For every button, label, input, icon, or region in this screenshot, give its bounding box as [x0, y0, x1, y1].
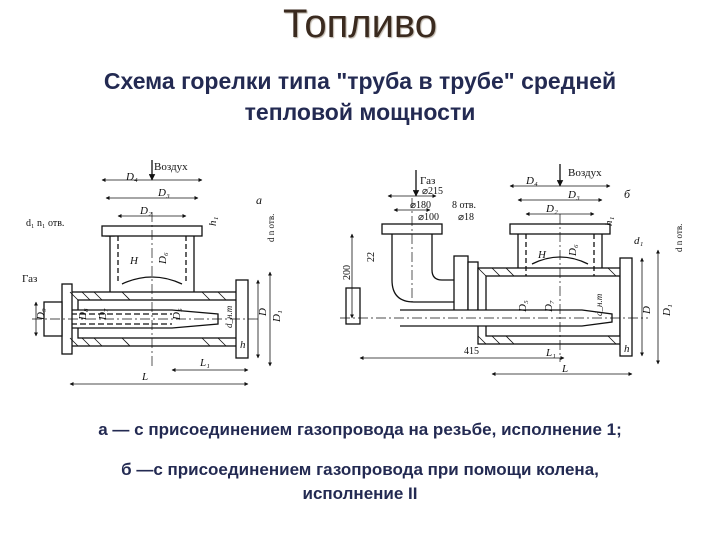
dim-b-H: H	[537, 249, 547, 261]
dim-a-D4: D₄	[125, 171, 138, 183]
variant-label-b: б	[624, 187, 631, 201]
air-label-b: Воздух	[568, 167, 602, 179]
dim-b-D: D	[641, 306, 653, 315]
dim-b-215: ⌀215	[422, 186, 443, 197]
burner-body-b	[477, 267, 629, 345]
subtitle-line-1: Схема горелки типа "труба в трубе" средн…	[103, 68, 617, 94]
dim-a-D7: D₇	[97, 308, 109, 321]
dim-b-h1: h₁	[603, 217, 615, 227]
dim-b-dnt: d_н.т	[594, 293, 604, 316]
dim-a-D1: D₁	[271, 310, 283, 323]
air-label-a: Воздух	[154, 161, 188, 173]
dim-b-200: 200	[342, 265, 353, 280]
dim-a-L: L	[141, 371, 148, 383]
drawing-a	[32, 160, 272, 386]
dim-b-D7: D₇	[543, 300, 555, 313]
caption-b-line-1: б —с присоединением газопровода при помо…	[121, 460, 599, 479]
dim-b-d1: d₁	[634, 235, 644, 247]
dim-b-L1: L₁	[545, 347, 556, 359]
holes-label-a: d₁ n₁ отв.	[26, 218, 64, 229]
dim-a-D5: D₅	[171, 308, 183, 321]
drawing-a-labels: Воздух а Газ d₁ n₁ отв. d n отв. D₄ D₃ D…	[22, 161, 283, 383]
dim-b-180: ⌀180	[410, 200, 431, 211]
holes-right-label-a: d n отв.	[266, 214, 276, 242]
subtitle-line-2: тепловой мощности	[244, 99, 476, 125]
dim-b-22: 22	[366, 252, 377, 262]
dim-a-dnt: d_н.т	[224, 305, 234, 328]
dim-b-L: L	[561, 363, 568, 375]
dim-a-L1: L₁	[199, 357, 210, 369]
dim-a-D3: D₃	[157, 187, 170, 199]
d18-label-b: ⌀18	[458, 212, 474, 223]
gas-label-b: Газ	[420, 175, 435, 187]
dim-a-D2: D₂	[139, 205, 152, 217]
caption-b: б —с присоединением газопровода при помо…	[0, 458, 720, 506]
variant-label-a: а	[256, 193, 262, 207]
caption-a: а — с присоединением газопровода на резь…	[98, 420, 622, 439]
dim-b-D2: D₂	[545, 203, 558, 215]
dim-a-H: H	[129, 255, 139, 267]
dim-b-D3: D₃	[567, 189, 580, 201]
holes8-label-b: 8 отв.	[452, 200, 476, 211]
dim-a-D6: D₆	[157, 252, 169, 265]
dim-a-D9: D₉	[35, 308, 47, 321]
dim-b-100: ⌀100	[418, 212, 439, 223]
dim-b-415: 415	[464, 346, 479, 357]
dim-a-h: h	[240, 339, 246, 351]
caption-b-line-2: исполнение II	[302, 484, 418, 503]
dim-b-D1: D₁	[661, 304, 673, 317]
dim-b-D5: D₅	[517, 300, 529, 313]
holes-right-label-b: d n отв.	[674, 224, 684, 252]
drawing-b-labels: Газ Воздух б ⌀215 ⌀180 ⌀100 8 отв. ⌀18 2…	[342, 167, 684, 375]
dim-b-D4: D₄	[525, 175, 538, 187]
burner-drawings: Воздух а Газ d₁ n₁ отв. d n отв. D₄ D₃ D…	[22, 160, 684, 386]
dim-b-h: h	[624, 343, 630, 355]
slide-subtitle: Схема горелки типа "труба в трубе" средн…	[0, 66, 720, 128]
dim-a-h1: h₁	[207, 217, 219, 227]
gas-label-a: Газ	[22, 273, 37, 285]
slide-title: Топливо	[283, 2, 437, 46]
dim-a-D8: D₈	[77, 308, 89, 321]
drawing-b	[340, 164, 660, 376]
right-flange-b	[619, 257, 633, 357]
dim-a-D: D	[257, 308, 269, 317]
dim-b-D6: D₆	[567, 244, 579, 257]
